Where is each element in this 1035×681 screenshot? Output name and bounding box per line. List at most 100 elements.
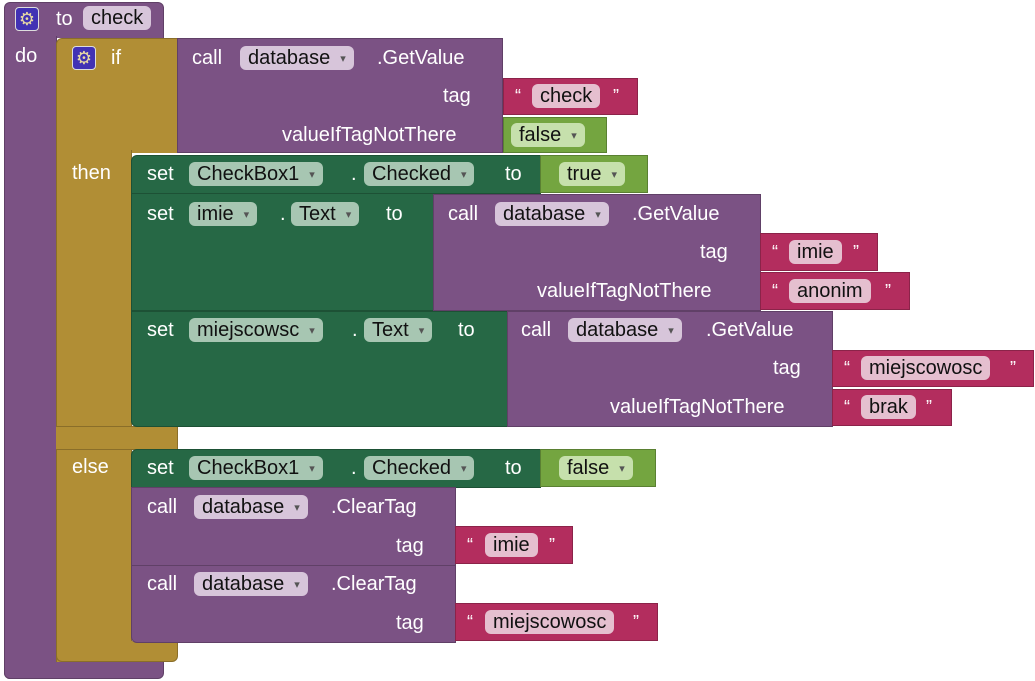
- dropdown-arrow-icon: ▾: [309, 463, 315, 475]
- text-field[interactable]: miejscowosc: [861, 356, 991, 380]
- component-dropdown[interactable]: database▾: [240, 46, 354, 70]
- tag-label: tag: [443, 85, 471, 107]
- component-label: database: [202, 496, 285, 518]
- to-keyword: to: [56, 8, 73, 30]
- set-keyword: set: [147, 163, 174, 185]
- then-keyword: then: [72, 162, 111, 184]
- call-keyword: call: [147, 573, 178, 595]
- component-label: database: [248, 47, 331, 69]
- dot: .: [280, 203, 286, 225]
- component-dropdown[interactable]: database ▾: [194, 572, 308, 596]
- gear-icon[interactable]: ⚙: [72, 46, 96, 70]
- to-keyword: to: [505, 163, 522, 185]
- dropdown-arrow-icon: ▾: [668, 325, 674, 337]
- dot: .: [351, 163, 357, 185]
- dropdown-arrow-icon: ▾: [460, 463, 467, 475]
- component-label: database: [576, 319, 659, 341]
- close-quote: ”: [549, 535, 555, 555]
- dropdown-arrow-icon: ▾: [460, 169, 467, 181]
- dropdown-arrow-icon: ▾: [294, 579, 300, 591]
- property-label: Checked: [372, 163, 451, 185]
- property-label: Text: [299, 203, 336, 225]
- dropdown-arrow-icon: ▾: [571, 130, 577, 142]
- value-if-label: valueIfTagNotThere: [537, 280, 712, 302]
- property-dropdown[interactable]: Text ▾: [364, 318, 433, 342]
- text-field[interactable]: brak: [861, 395, 916, 419]
- property-label: Text: [372, 319, 409, 341]
- value-if-label: valueIfTagNotThere: [282, 124, 457, 146]
- boolean-label: false: [567, 457, 610, 479]
- boolean-dropdown[interactable]: true ▾: [559, 162, 625, 186]
- text-field[interactable]: imie: [485, 533, 538, 557]
- text-field[interactable]: miejscowosc: [485, 610, 615, 634]
- component-label: miejscowsc: [197, 319, 300, 341]
- dropdown-arrow-icon: ▾: [243, 209, 250, 221]
- do-keyword: do: [15, 45, 38, 67]
- component-dropdown[interactable]: CheckBox1 ▾: [189, 162, 323, 186]
- gear-icon[interactable]: ⚙: [15, 7, 39, 31]
- dropdown-arrow-icon: ▾: [309, 169, 315, 181]
- open-quote: “: [515, 86, 521, 106]
- boolean-dropdown[interactable]: false ▾: [559, 456, 633, 480]
- open-quote: “: [844, 397, 850, 417]
- component-label: CheckBox1: [197, 163, 300, 185]
- dropdown-arrow-icon: ▾: [619, 463, 625, 475]
- component-dropdown[interactable]: database ▾: [568, 318, 682, 342]
- property-label: Checked: [372, 457, 451, 479]
- property-dropdown[interactable]: Text▾: [291, 202, 360, 226]
- to-keyword: to: [505, 457, 522, 479]
- close-quote: ”: [926, 397, 932, 417]
- dropdown-arrow-icon: ▾: [418, 325, 425, 337]
- to-keyword: to: [458, 319, 475, 341]
- boolean-label: true: [567, 163, 602, 185]
- text-block[interactable]: [760, 272, 910, 310]
- dropdown-arrow-icon: ▾: [595, 209, 601, 221]
- dot: .: [352, 319, 358, 341]
- component-dropdown[interactable]: database▾: [495, 202, 609, 226]
- open-quote: “: [844, 358, 850, 378]
- close-quote: ”: [613, 86, 619, 106]
- method-name: .ClearTag: [331, 496, 417, 518]
- text-field[interactable]: anonim: [789, 279, 871, 303]
- procedure-footer: [4, 660, 164, 679]
- component-dropdown[interactable]: imie▾: [189, 202, 258, 226]
- call-keyword: call: [448, 203, 479, 225]
- text-field[interactable]: imie: [789, 240, 842, 264]
- text-field[interactable]: check: [532, 84, 601, 108]
- property-dropdown[interactable]: Checked ▾: [364, 456, 475, 480]
- call-keyword: call: [147, 496, 178, 518]
- method-name: .GetValue: [377, 47, 465, 69]
- tag-label: tag: [396, 535, 424, 557]
- method-name: .GetValue: [632, 203, 720, 225]
- tag-label: tag: [700, 241, 728, 263]
- component-label: database: [202, 573, 285, 595]
- open-quote: “: [467, 612, 473, 632]
- if-keyword: if: [111, 47, 121, 69]
- close-quote: ”: [885, 281, 891, 301]
- dot: .: [351, 457, 357, 479]
- if-block-column: [56, 150, 132, 662]
- method-name: .ClearTag: [331, 573, 417, 595]
- boolean-dropdown[interactable]: false▾: [511, 123, 585, 147]
- component-dropdown[interactable]: miejscowsc ▾: [189, 318, 323, 342]
- set-keyword: set: [147, 457, 174, 479]
- property-dropdown[interactable]: Checked ▾: [364, 162, 475, 186]
- close-quote: ”: [633, 612, 639, 632]
- else-keyword: else: [72, 456, 109, 478]
- procedure-body: [4, 36, 57, 679]
- if-block-footer: [56, 641, 178, 662]
- tag-label: tag: [773, 357, 801, 379]
- component-dropdown[interactable]: CheckBox1▾: [189, 456, 323, 480]
- close-quote: ”: [1010, 358, 1016, 378]
- set-text-block[interactable]: [131, 193, 434, 311]
- set-keyword: set: [147, 319, 174, 341]
- component-dropdown[interactable]: database ▾: [194, 495, 308, 519]
- procedure-name-field[interactable]: check: [83, 6, 152, 30]
- to-keyword: to: [386, 203, 403, 225]
- close-quote: ”: [853, 242, 859, 262]
- open-quote: “: [772, 242, 778, 262]
- dropdown-arrow-icon: ▾: [611, 169, 617, 181]
- dropdown-arrow-icon: ▾: [309, 325, 315, 337]
- dropdown-arrow-icon: ▾: [294, 502, 300, 514]
- set-keyword: set: [147, 203, 174, 225]
